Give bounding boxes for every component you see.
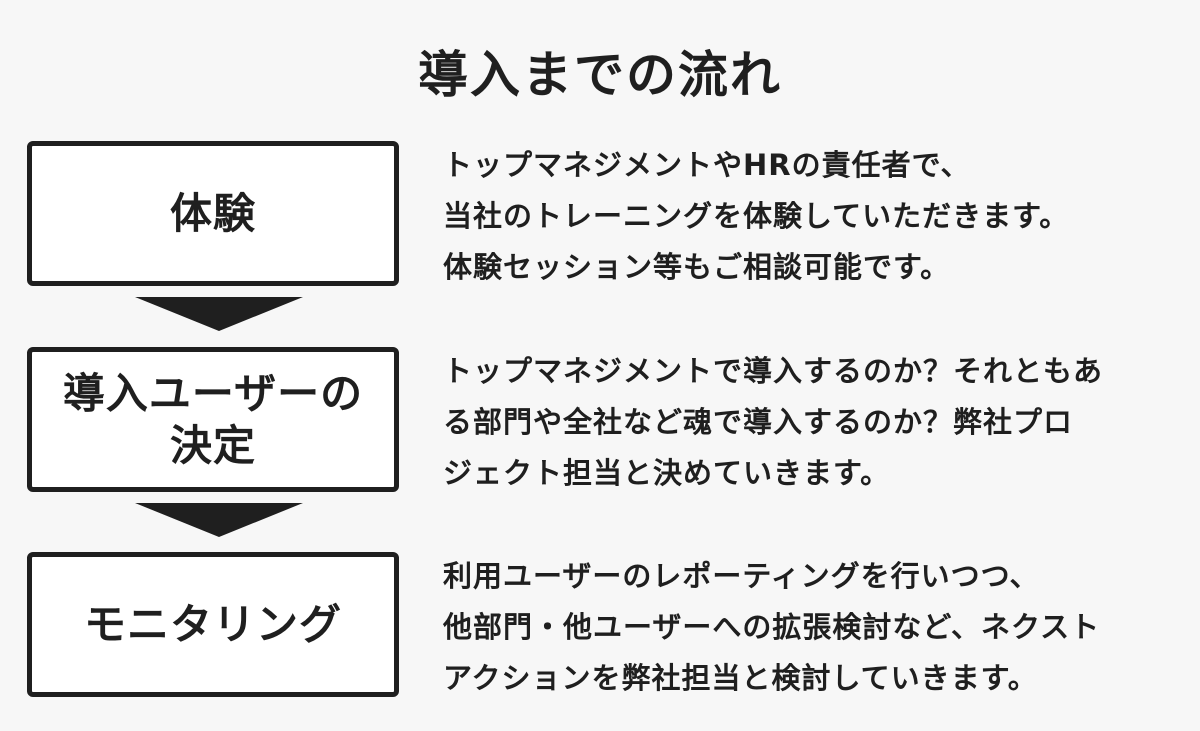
description-line: 当社のトレーニングを体験していただきます。 (443, 199, 1070, 233)
description-line: 他部門・他ユーザーへの拡張検討など、ネクスト (443, 610, 1101, 644)
page-title: 導入までの流れ (418, 46, 782, 104)
step-description-user-decision: トップマネジメントで導入するのか？それともあ る部門や全社など魂で導入するのか？… (443, 346, 1183, 499)
step-box-user-decision: 導入ユーザーの 決定 (27, 347, 399, 492)
down-arrow-icon (135, 297, 303, 331)
description-line: ジェクト担当と決めていきます。 (443, 456, 891, 490)
step-label-monitoring: モニタリング (83, 599, 342, 649)
description-line: 体験セッション等もご相談可能です。 (443, 250, 951, 284)
step-label-trial: 体験 (169, 188, 256, 238)
down-arrow-icon (135, 503, 303, 537)
description-line: る部門や全社など魂で導入するのか？弊社プロ (443, 405, 1074, 439)
description-line: 利用ユーザーのレポーティングを行いつつ、 (443, 559, 1040, 593)
step-box-monitoring: モニタリング (27, 552, 399, 697)
step-box-trial: 体験 (27, 141, 399, 286)
description-line: アクションを弊社担当と検討していきます。 (443, 661, 1038, 695)
step-description-monitoring: 利用ユーザーのレポーティングを行いつつ、 他部門・他ユーザーへの拡張検討など、ネ… (443, 551, 1183, 704)
description-line: トップマネジメントやHRの責任者で、 (443, 148, 971, 182)
step-description-trial: トップマネジメントやHRの責任者で、 当社のトレーニングを体験していただきます。… (443, 140, 1183, 293)
step-label-user-decision: 導入ユーザーの 決定 (62, 368, 364, 470)
description-line: トップマネジメントで導入するのか？それともあ (443, 354, 1104, 388)
